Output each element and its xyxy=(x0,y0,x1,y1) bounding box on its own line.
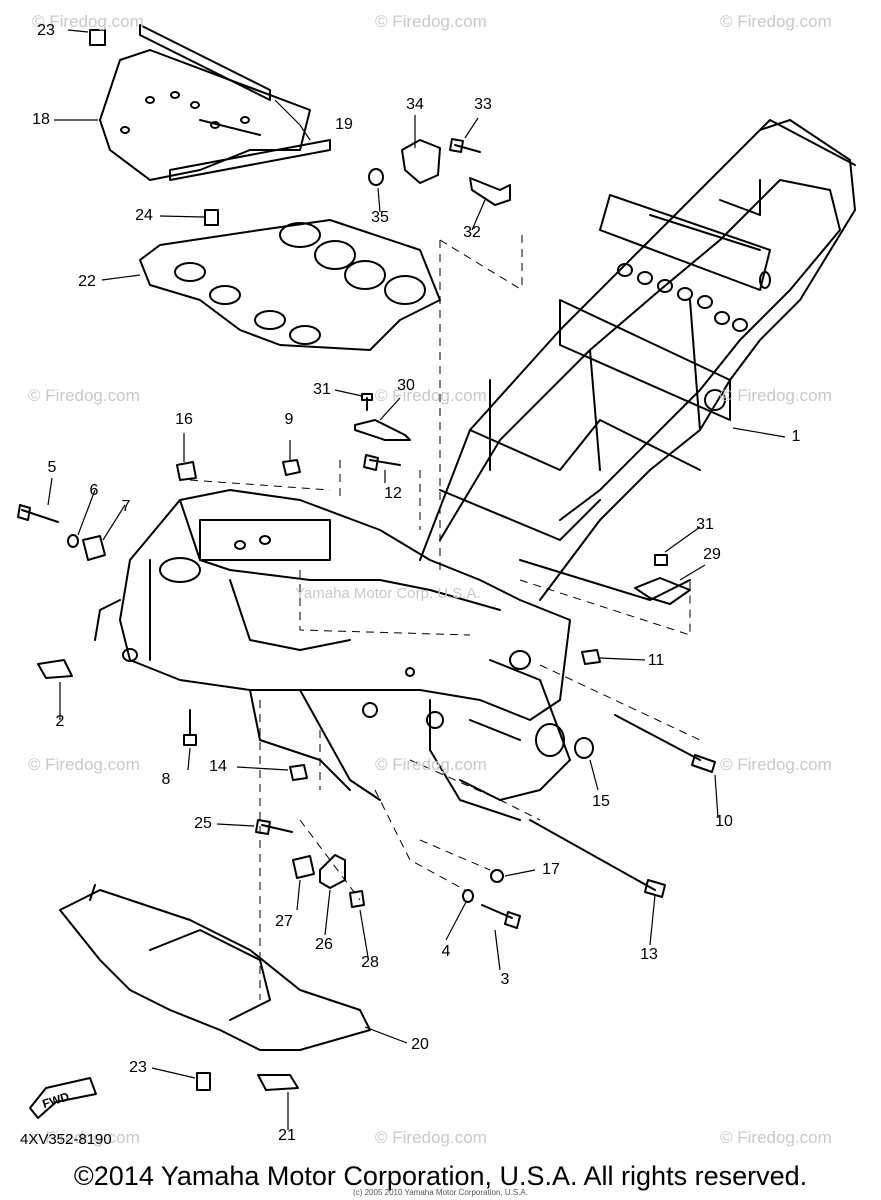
block-part-2 xyxy=(37,659,73,679)
callout-24: 24 xyxy=(135,207,153,224)
callout-10: 10 xyxy=(715,813,733,830)
part-code: 4XV352-8190 xyxy=(20,1131,112,1148)
watermark: © Firedog.com xyxy=(28,1128,140,1147)
leader-lines xyxy=(47,29,786,1130)
callout-27: 27 xyxy=(275,913,293,930)
callout-25: 25 xyxy=(194,815,212,832)
watermark: © Firedog.com xyxy=(375,386,487,405)
callout-26: 26 xyxy=(315,936,333,953)
watermark: © Firedog.com xyxy=(720,1128,832,1147)
callout-29: 29 xyxy=(703,546,721,563)
callout-35: 35 xyxy=(371,209,389,226)
watermark: © Firedog.com xyxy=(720,755,832,774)
callout-14: 14 xyxy=(209,758,227,775)
watermark: © Firedog.com xyxy=(28,386,140,405)
lower-cover-part-20 xyxy=(59,884,371,1051)
dashed-guides xyxy=(189,235,701,1000)
callout-19: 19 xyxy=(335,116,353,133)
callout-31-right: 31 xyxy=(696,516,714,533)
callout-23-top: 23 xyxy=(37,22,55,39)
callout-20: 20 xyxy=(411,1036,429,1053)
strip-part-19 xyxy=(139,24,331,181)
watermark: © Firedog.com xyxy=(375,1128,487,1147)
callout-12: 12 xyxy=(384,485,402,502)
plate-part-22 xyxy=(139,219,441,351)
callout-1: 1 xyxy=(791,428,801,445)
callout-23-bottom: 23 xyxy=(129,1059,147,1076)
front-frame-body xyxy=(94,489,571,821)
callout-13: 13 xyxy=(640,946,658,963)
fwd-arrow xyxy=(29,1077,97,1119)
callout-5: 5 xyxy=(47,459,57,476)
watermark: © Firedog.com xyxy=(375,12,487,31)
main-frame-part xyxy=(419,119,856,601)
block-part-21 xyxy=(257,1074,299,1091)
callout-18: 18 xyxy=(32,111,50,128)
callout-11: 11 xyxy=(647,652,665,669)
callout-16: 16 xyxy=(175,411,193,428)
watermark: © Firedog.com xyxy=(28,755,140,774)
callout-2: 2 xyxy=(55,713,65,730)
callout-4: 4 xyxy=(441,943,451,960)
watermark: © Firedog.com xyxy=(32,12,144,31)
callout-17: 17 xyxy=(542,861,560,878)
callout-9: 9 xyxy=(284,411,294,428)
callout-15: 15 xyxy=(592,793,610,810)
copyright-text: ©2014 Yamaha Motor Corporation, U.S.A. A… xyxy=(73,1161,808,1191)
callout-30: 30 xyxy=(397,377,415,394)
watermark: © Firedog.com xyxy=(720,386,832,405)
watermark-brand: Yamaha Motor Corp. U.S.A. xyxy=(295,585,481,602)
fwd-label: FWD xyxy=(41,1089,72,1111)
callout-33: 33 xyxy=(474,96,492,113)
callout-32: 32 xyxy=(463,224,481,241)
callout-8: 8 xyxy=(161,771,171,788)
callout-21: 21 xyxy=(278,1127,296,1144)
callout-3: 3 xyxy=(500,971,510,988)
callout-7: 7 xyxy=(121,498,131,515)
callout-6: 6 xyxy=(89,482,99,499)
fasteners xyxy=(17,29,716,1091)
watermark: © Firedog.com xyxy=(720,12,832,31)
callout-28: 28 xyxy=(361,954,379,971)
callout-34: 34 xyxy=(406,96,424,113)
callout-22: 22 xyxy=(78,273,96,290)
callout-31-top: 31 xyxy=(313,381,331,398)
fine-print: (c) 2005 2010 Yamaha Motor Corporation, … xyxy=(353,1188,528,1197)
watermark: © Firedog.com xyxy=(375,755,487,774)
